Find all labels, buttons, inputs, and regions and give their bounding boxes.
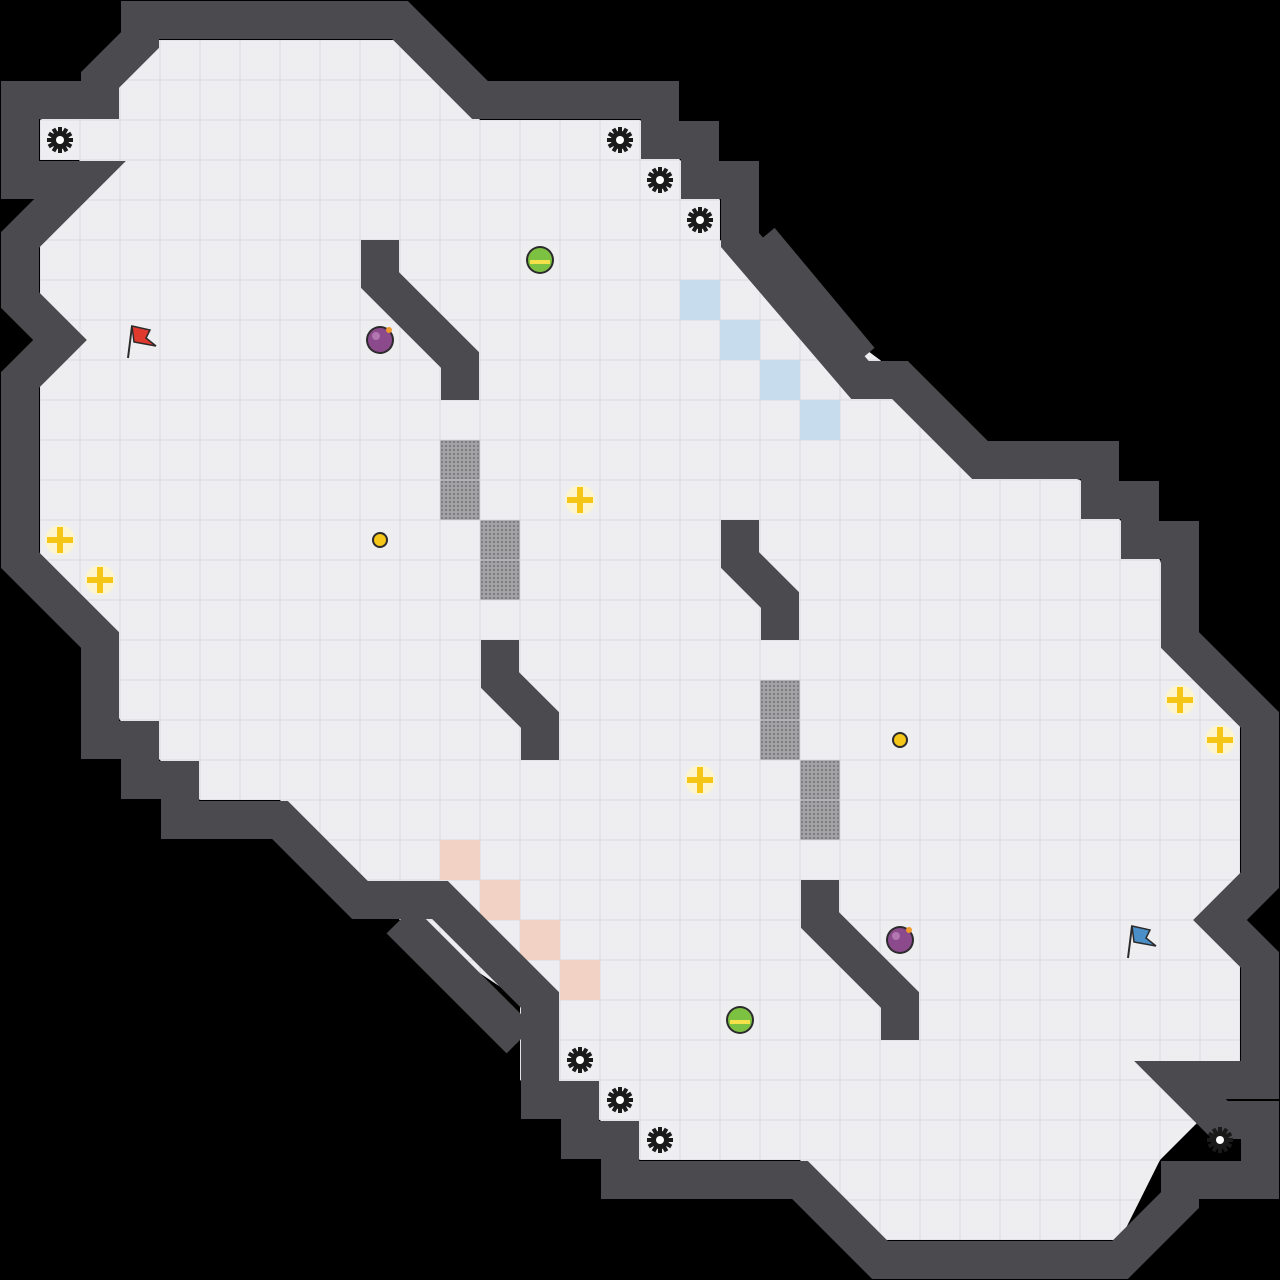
bomb-icon [366, 326, 394, 354]
boost-icon [1165, 685, 1195, 715]
boost-icon [45, 525, 75, 555]
grate-tile [760, 680, 800, 720]
red-team-zone-tile [440, 840, 480, 880]
boost-icon [85, 565, 115, 595]
portal-icon [892, 732, 908, 748]
spike-icon [1207, 1127, 1233, 1153]
blue-flag-icon [1127, 925, 1157, 959]
portal-icon [372, 532, 388, 548]
inner-wall [721, 520, 799, 640]
spike-icon [647, 167, 673, 193]
grate-tile [800, 760, 840, 800]
spike-icon [607, 1087, 633, 1113]
spike-icon [47, 127, 73, 153]
inner-wall [361, 240, 479, 400]
powerup-icon [526, 246, 554, 274]
red-team-zone-tile [520, 920, 560, 960]
spike-icon [607, 127, 633, 153]
spike-icon [567, 1047, 593, 1073]
grate-tile [440, 440, 480, 480]
grate-tile [480, 520, 520, 560]
grate-tile [440, 480, 480, 520]
boost-icon [1205, 725, 1235, 755]
red-team-zone-tile [480, 880, 520, 920]
spike-icon [647, 1127, 673, 1153]
powerup-icon [726, 1006, 754, 1034]
inner-wall [481, 640, 559, 760]
grate-tile [760, 720, 800, 760]
boost-icon [565, 485, 595, 515]
spike-icon [687, 207, 713, 233]
grate-tile [800, 800, 840, 840]
zone-layer [440, 280, 840, 1000]
inner-wall [386, 906, 534, 1054]
grate-tile [480, 560, 520, 600]
blue-team-zone-tile [760, 360, 800, 400]
entity-layer [45, 127, 1235, 1153]
blue-team-zone-tile [800, 400, 840, 440]
blue-team-zone-tile [720, 320, 760, 360]
blue-team-zone-tile [680, 280, 720, 320]
inner-wall [745, 227, 875, 373]
boost-icon [685, 765, 715, 795]
bomb-icon [886, 926, 914, 954]
red-team-zone-tile [560, 960, 600, 1000]
red-flag-icon [127, 325, 157, 359]
inner-wall [801, 880, 919, 1040]
